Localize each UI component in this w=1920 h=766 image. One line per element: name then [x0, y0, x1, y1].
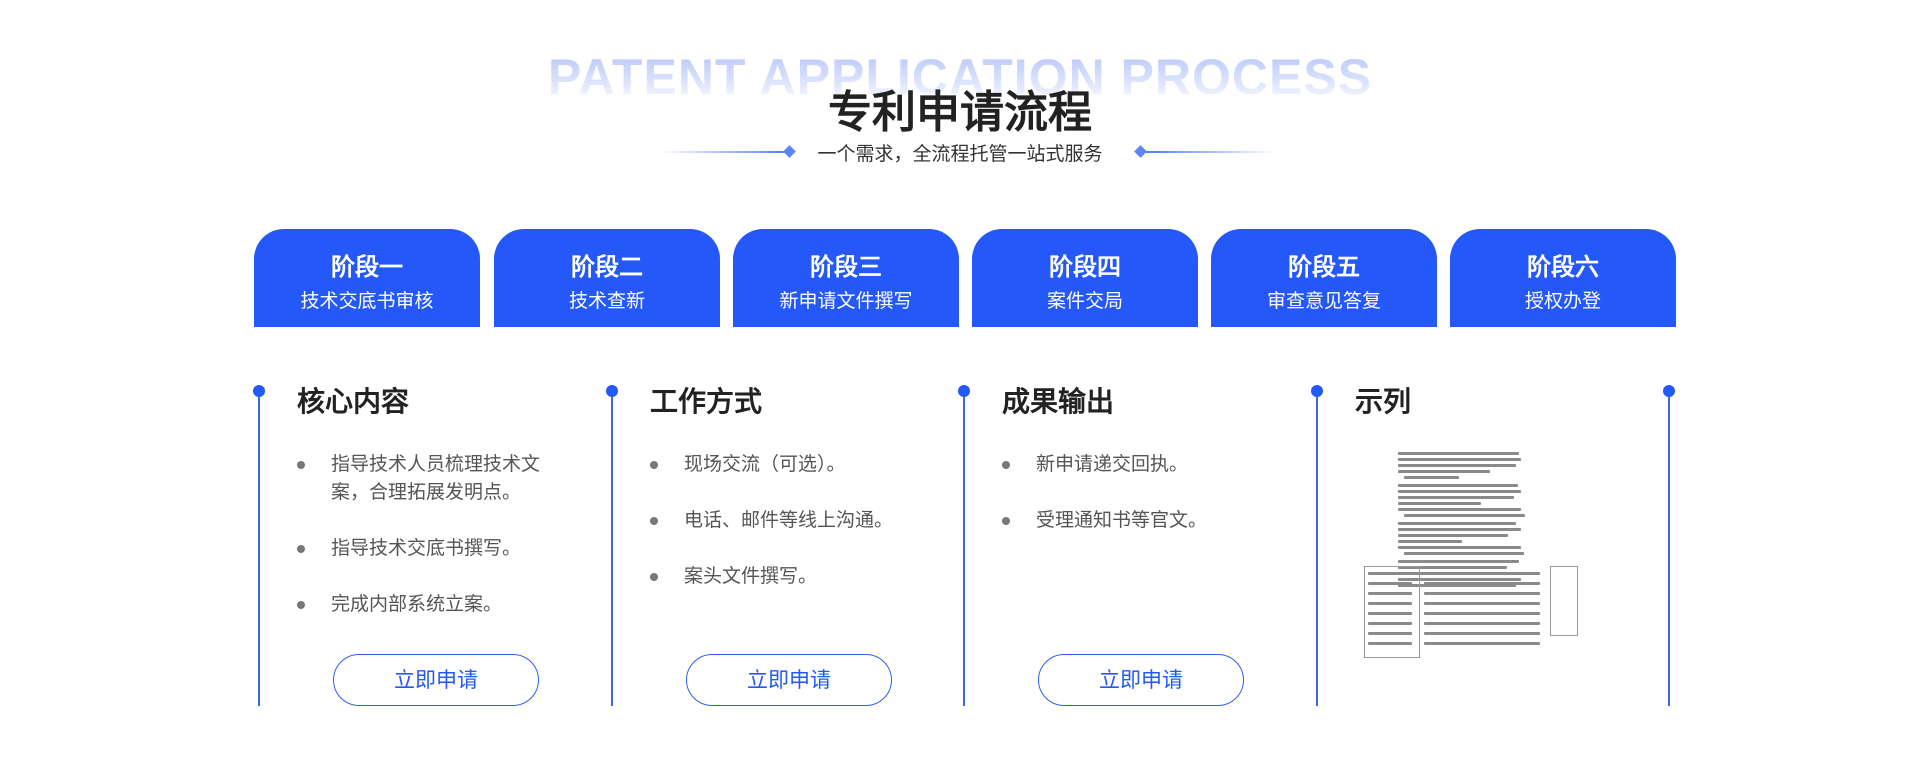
- stage-title: 阶段三: [810, 253, 882, 281]
- document-text-line: [1368, 642, 1412, 645]
- document-text-line: [1424, 592, 1540, 595]
- column-dot-3: [958, 385, 970, 397]
- document-text-line: [1398, 540, 1463, 543]
- subtitle-row: 一个需求，全流程托管一站式服务: [0, 137, 1920, 167]
- core-content-heading: 核心内容: [297, 385, 410, 418]
- list-item: 完成内部系统立案。: [297, 590, 547, 618]
- document-text-line: [1398, 534, 1509, 537]
- background-title: PATENT APPLICATION PROCESS: [0, 48, 1920, 106]
- output-heading: 成果输出: [1002, 385, 1115, 418]
- subtitle-line-right: [1146, 151, 1276, 153]
- stage-tab-5[interactable]: 阶段五 审查意见答复: [1211, 229, 1437, 327]
- document-text-line: [1424, 572, 1540, 575]
- work-method-heading: 工作方式: [650, 385, 763, 418]
- column-divider-2: [611, 390, 613, 706]
- subtitle-line-left: [660, 151, 790, 153]
- document-text-line: [1398, 560, 1520, 563]
- page-subtitle: 一个需求，全流程托管一站式服务: [817, 143, 1103, 165]
- document-text-line: [1404, 514, 1526, 517]
- document-text-line: [1398, 522, 1516, 525]
- core-content-list: 指导技术人员梳理技术文案，合理拓展发明点。 指导技术交底书撰写。 完成内部系统立…: [297, 450, 547, 646]
- list-item: 指导技术交底书撰写。: [297, 534, 547, 562]
- document-text-line: [1404, 476, 1460, 479]
- document-text-line: [1398, 470, 1490, 473]
- column-dot-1: [253, 385, 265, 397]
- document-table: [1550, 566, 1578, 636]
- column-dot-2: [606, 385, 618, 397]
- apply-button-2[interactable]: 立即申请: [686, 654, 892, 706]
- document-text-line: [1368, 632, 1412, 635]
- document-text-line: [1398, 584, 1516, 587]
- document-text-line: [1398, 578, 1522, 581]
- stage-tab-2[interactable]: 阶段二 技术查新: [494, 229, 720, 327]
- stage-title: 阶段二: [571, 253, 643, 281]
- column-divider-1: [258, 390, 260, 706]
- document-text-line: [1424, 632, 1540, 635]
- patent-document-image: [1362, 448, 1580, 662]
- document-text-line: [1424, 602, 1540, 605]
- column-dot-4: [1311, 385, 1323, 397]
- document-text-line: [1424, 622, 1540, 625]
- example-heading: 示列: [1355, 385, 1412, 418]
- document-text-line: [1368, 602, 1412, 605]
- document-text-line: [1398, 546, 1522, 549]
- document-text-line: [1424, 582, 1540, 585]
- stage-tabs: 阶段一 技术交底书审核 阶段二 技术查新 阶段三 新申请文件撰写 阶段四 案件交…: [254, 229, 1678, 327]
- column-divider-5: [1668, 390, 1670, 706]
- stage-subtitle: 技术交底书审核: [300, 290, 434, 312]
- list-item: 新申请递交回执。: [1002, 450, 1252, 478]
- work-method-list: 现场交流（可选）。 电话、邮件等线上沟通。 案头文件撰写。: [650, 450, 900, 618]
- document-text-line: [1424, 642, 1540, 645]
- list-item: 受理通知书等官文。: [1002, 506, 1252, 534]
- column-dot-5: [1663, 385, 1675, 397]
- stage-title: 阶段五: [1288, 253, 1360, 281]
- output-list: 新申请递交回执。 受理通知书等官文。: [1002, 450, 1252, 562]
- document-text-line: [1398, 528, 1522, 531]
- document-text-line: [1398, 464, 1516, 467]
- document-text-line: [1404, 552, 1524, 555]
- document-text-line: [1368, 612, 1412, 615]
- stage-tab-3[interactable]: 阶段三 新申请文件撰写: [733, 229, 959, 327]
- document-text-line: [1398, 508, 1522, 511]
- document-text-line: [1398, 502, 1481, 505]
- document-text-line: [1368, 592, 1412, 595]
- document-table: [1364, 566, 1420, 658]
- list-item: 案头文件撰写。: [650, 562, 900, 590]
- document-text-line: [1398, 458, 1522, 461]
- document-text-line: [1398, 490, 1522, 493]
- stage-title: 阶段四: [1049, 253, 1121, 281]
- stage-subtitle: 新申请文件撰写: [779, 290, 913, 312]
- document-text-line: [1398, 452, 1520, 455]
- stage-subtitle: 技术查新: [568, 290, 645, 312]
- document-text-line: [1368, 572, 1412, 575]
- list-item: 电话、邮件等线上沟通。: [650, 506, 900, 534]
- stage-tab-4[interactable]: 阶段四 案件交局: [972, 229, 1198, 327]
- document-text-line: [1368, 582, 1412, 585]
- stage-title: 阶段六: [1527, 253, 1599, 281]
- list-item: 指导技术人员梳理技术文案，合理拓展发明点。: [297, 450, 547, 506]
- list-item: 现场交流（可选）。: [650, 450, 900, 478]
- column-divider-3: [963, 390, 965, 706]
- document-text-line: [1368, 622, 1412, 625]
- document-text-line: [1398, 496, 1514, 499]
- apply-button-3[interactable]: 立即申请: [1038, 654, 1244, 706]
- document-text-line: [1424, 612, 1540, 615]
- page-title: 专利申请流程: [828, 87, 1092, 138]
- document-text-line: [1398, 484, 1518, 487]
- stage-tab-6[interactable]: 阶段六 授权办登: [1450, 229, 1676, 327]
- apply-button-1[interactable]: 立即申请: [333, 654, 539, 706]
- stage-tab-1[interactable]: 阶段一 技术交底书审核: [254, 229, 480, 327]
- column-divider-4: [1316, 390, 1318, 706]
- stage-title: 阶段一: [331, 253, 403, 281]
- stage-subtitle: 授权办登: [1524, 290, 1601, 312]
- stage-subtitle: 案件交局: [1046, 290, 1123, 312]
- document-text-line: [1398, 566, 1507, 569]
- stage-subtitle: 审查意见答复: [1266, 290, 1381, 312]
